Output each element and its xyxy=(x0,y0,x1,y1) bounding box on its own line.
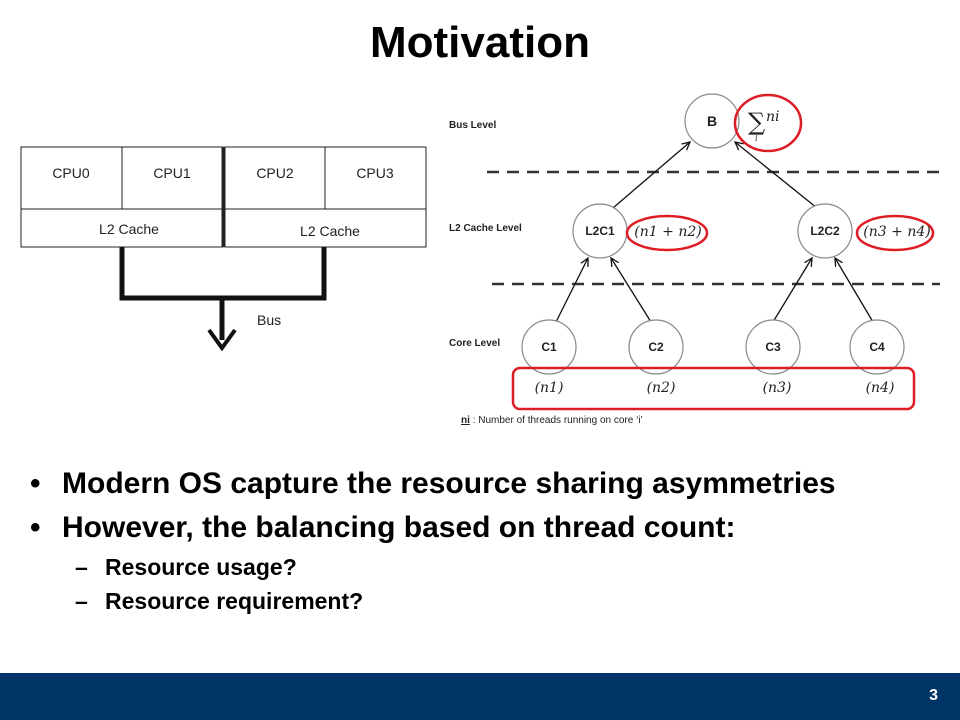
node-c1-label: C1 xyxy=(541,340,557,354)
edge-l2c2-to-bus xyxy=(735,142,818,209)
node-c2 xyxy=(628,319,684,375)
footer-bar: 3 xyxy=(0,673,960,720)
node-bus xyxy=(684,93,740,149)
legend-note: ni : Number of threads running on core ‘… xyxy=(461,415,643,426)
bullet-list: • Modern OS capture the resource sharing… xyxy=(30,462,930,618)
bus-arrow-icon xyxy=(207,328,237,352)
legend-key: ni xyxy=(461,415,470,426)
sum-symbol: ∑ xyxy=(748,108,765,136)
l2c2-thread-sum: (n3 + n4) xyxy=(863,224,930,240)
node-c2-label: C2 xyxy=(648,340,664,354)
node-c4 xyxy=(849,319,905,375)
level-label-l2: L2 Cache Level xyxy=(449,223,522,234)
node-c3 xyxy=(745,319,801,375)
node-l2c1-label: L2C1 xyxy=(585,224,615,238)
l2c2-sum-highlight xyxy=(855,214,935,252)
c3-thread-count: (n3) xyxy=(763,380,792,396)
page-number: 3 xyxy=(929,687,938,704)
node-l2c2 xyxy=(797,203,853,259)
bus-connector xyxy=(119,247,327,340)
dash-icon: – xyxy=(75,588,88,614)
cpu0-box xyxy=(20,146,123,210)
l2-cache-right-label: L2 Cache xyxy=(300,223,360,239)
cpu2-label: CPU2 xyxy=(256,165,294,181)
bus-sum-highlight xyxy=(733,93,803,153)
l2c1-thread-sum: (n1 + n2) xyxy=(634,224,701,240)
sub-bullet-item: – Resource requirement? xyxy=(30,584,930,618)
cpu2-box xyxy=(224,146,326,210)
sub-bullet-text: Resource requirement? xyxy=(105,588,364,614)
c1-thread-count: (n1) xyxy=(535,380,564,396)
node-c4-label: C4 xyxy=(869,340,885,354)
node-l2c2-label: L2C2 xyxy=(810,224,840,238)
l2c1-sum-highlight xyxy=(625,214,709,252)
sum-term: ni xyxy=(766,109,780,125)
l2-cache-left-label: L2 Cache xyxy=(99,221,159,237)
bus-label: Bus xyxy=(257,312,281,328)
cpu0-label: CPU0 xyxy=(52,165,90,181)
core-counts-highlight xyxy=(511,366,916,411)
bullet-item: • Modern OS capture the resource sharing… xyxy=(30,462,930,506)
c4-thread-count: (n4) xyxy=(866,380,895,396)
edge-c3-to-l2c2 xyxy=(772,258,812,323)
bullet-text: Modern OS capture the resource sharing a… xyxy=(62,467,836,500)
bullet-dot-icon: • xyxy=(30,511,41,544)
edge-c1-to-l2c1 xyxy=(555,258,588,323)
node-c1 xyxy=(521,319,577,375)
sub-bullet-text: Resource usage? xyxy=(105,554,297,580)
dash-icon: – xyxy=(75,554,88,580)
sub-bullet-item: – Resource usage? xyxy=(30,550,930,584)
edge-c2-to-l2c1 xyxy=(611,258,652,323)
bullet-dot-icon: • xyxy=(30,467,41,500)
node-c3-label: C3 xyxy=(765,340,781,354)
cpu1-label: CPU1 xyxy=(153,165,191,181)
legend-text: : Number of threads running on core ‘i’ xyxy=(470,415,643,426)
slide-title: Motivation xyxy=(370,18,590,67)
c2-thread-count: (n2) xyxy=(647,380,676,396)
bullet-item: • However, the balancing based on thread… xyxy=(30,506,930,550)
cpu1-box xyxy=(121,146,224,210)
level-label-core: Core Level xyxy=(449,338,500,349)
node-bus-label: B xyxy=(707,113,717,129)
level-label-bus: Bus Level xyxy=(449,120,496,131)
edge-c4-to-l2c2 xyxy=(835,258,874,323)
cpu3-label: CPU3 xyxy=(356,165,394,181)
edge-l2c1-to-bus xyxy=(612,142,690,209)
sum-index: i xyxy=(755,134,758,143)
bullet-text: However, the balancing based on thread c… xyxy=(62,511,736,544)
